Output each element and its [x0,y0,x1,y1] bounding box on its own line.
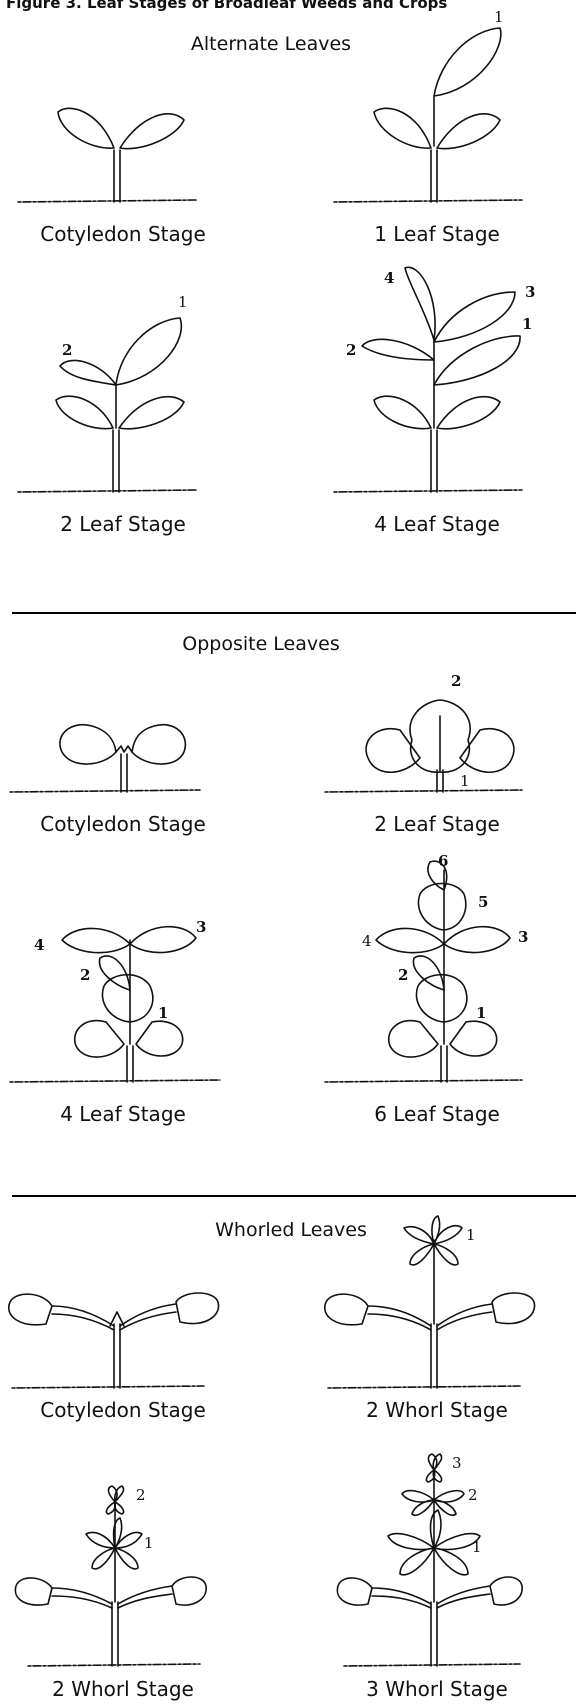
leaf-number: 1 [460,772,470,790]
leaf-number: 4 [34,936,44,954]
leaf-number: 6 [438,852,448,870]
stage-caption: 4 Leaf Stage [374,512,500,536]
leaf-number: 2 [451,672,461,690]
figure-title: Figure 3. Leaf Stages of Broadleaf Weeds… [6,0,448,12]
stage-caption: 2 Whorl Stage [366,1398,508,1422]
stage-caption: 2 Leaf Stage [374,812,500,836]
plant-opp-4leaf [9,925,221,1083]
plant-opp-2leaf [324,699,523,793]
plant-alt-1leaf [333,27,523,203]
section-heading-alternate: Alternate Leaves [190,33,352,55]
leaf-number: 1 [158,1004,168,1022]
section-divider [12,1195,576,1197]
leaf-number: 2 [136,1486,146,1504]
leaf-number: 3 [518,928,528,946]
leaf-number: 2 [62,341,72,359]
leaf-number: 3 [196,918,206,936]
stage-caption: 2 Leaf Stage [60,512,186,536]
leaf-number: 4 [362,932,372,950]
leaf-number: 4 [384,269,394,287]
leaf-number: 2 [346,341,356,359]
plant-alt-cotyledon [17,107,197,203]
leaf-number: 1 [144,1534,154,1552]
leaf-number: 2 [398,966,408,984]
plant-wh-cotyledon [7,1292,220,1389]
stage-caption: Cotyledon Stage [40,1398,206,1422]
leaf-number: 5 [478,893,488,911]
leaf-number: 1 [476,1004,486,1022]
plant-opp-6leaf [324,860,523,1083]
stage-caption: 6 Leaf Stage [374,1102,500,1126]
stage-caption: 1 Leaf Stage [374,222,500,246]
plant-wh-2whorl-a [323,1215,536,1389]
section-divider [12,612,576,614]
section-heading-whorled: Whorled Leaves [215,1219,367,1241]
leaf-number: 2 [80,966,90,984]
leaf-number: 1 [178,293,188,311]
leaf-number: 1 [466,1226,476,1244]
plant-opp-cotyledon [9,723,201,793]
plant-alt-2leaf [17,317,197,493]
stage-caption: 4 Leaf Stage [60,1102,186,1126]
stage-caption: Cotyledon Stage [40,812,206,836]
leaf-number: 1 [522,315,532,333]
plant-wh-2whorl-b [14,1485,207,1667]
leaf-number: 3 [452,1454,462,1472]
plant-wh-3whorl [336,1453,523,1667]
plant-alt-4leaf [333,266,523,493]
stage-caption: Cotyledon Stage [40,222,206,246]
leaf-number: 3 [525,283,535,301]
section-heading-opposite: Opposite Leaves [182,633,340,655]
leaf-number: 2 [468,1486,478,1504]
stage-caption: 2 Whorl Stage [52,1677,194,1701]
leaf-number: 1 [494,8,504,26]
stage-caption: 3 Whorl Stage [366,1677,508,1701]
leaf-number: 1 [472,1538,482,1556]
